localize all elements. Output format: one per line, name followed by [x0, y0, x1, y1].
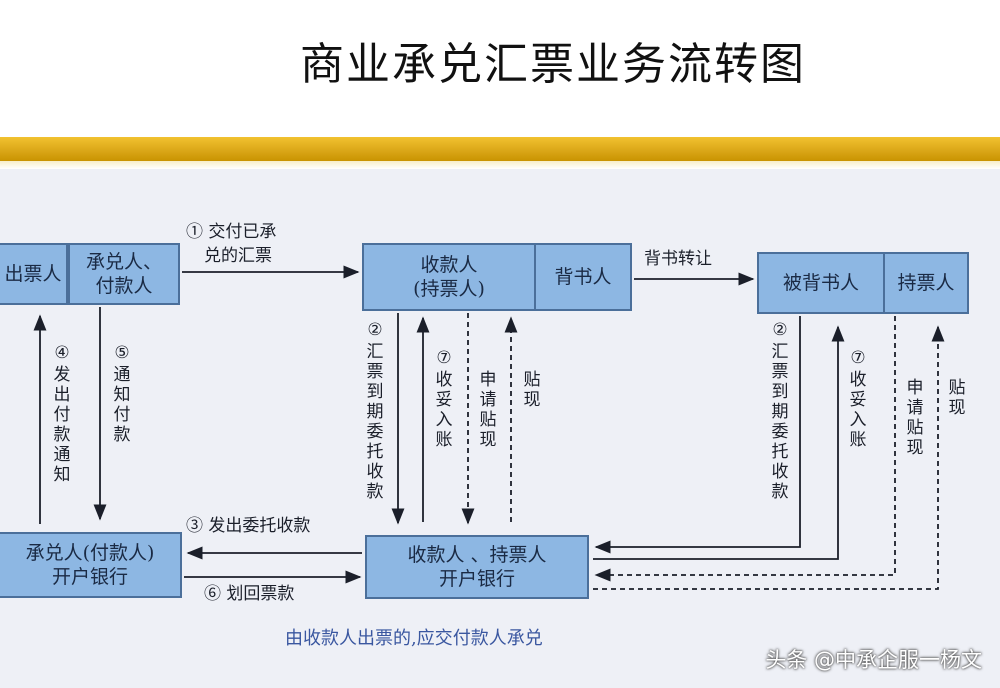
arrow-discount-right: [593, 325, 945, 590]
step4-number: ④: [54, 343, 70, 363]
step1-label-line2: 兑的汇票: [204, 246, 272, 266]
payee-bank-line2: 开户银行: [438, 568, 515, 590]
step5-label: 通知付款: [113, 365, 131, 445]
payee-bank-box: 收款人 、持票人 开户银行: [365, 535, 589, 599]
arrow-step7-right: [593, 325, 845, 560]
arrow-step2-right: [594, 316, 801, 554]
payee-holder-box: 收款人 (持票人): [362, 243, 536, 311]
acceptor-line2: 付款人: [95, 275, 153, 297]
endorsee-box: 被背书人: [757, 252, 885, 314]
step7-right-label: 收妥入账: [849, 370, 867, 450]
divider-shadow: [0, 161, 1000, 169]
acceptor-payer-box: 承兑人、 付款人: [68, 243, 180, 305]
diagram-caption: 由收款人出票的,应交付款人承兑: [285, 628, 543, 649]
step2-left-number: ②: [367, 320, 383, 340]
discount-left-label: 贴现: [523, 370, 541, 410]
payee-line2: (持票人): [413, 278, 485, 300]
watermark: 头条 @中承企服一杨文: [765, 648, 982, 672]
acceptor-bank-line1: 承兑人(付款人): [25, 542, 155, 564]
title-divider-bar: [0, 137, 1000, 161]
step2-right-number: ②: [772, 320, 788, 340]
step7-right-number: ⑦: [850, 348, 866, 368]
apply-discount-left-label: 申请贴现: [479, 370, 497, 450]
acceptor-bank-line2: 开户银行: [51, 566, 128, 588]
step6-label: ⑥ 划回票款: [204, 584, 295, 604]
acceptor-line1: 承兑人、: [85, 251, 162, 273]
drawer-label: 出票人: [4, 263, 62, 285]
drawer-box: 出票人: [0, 243, 68, 305]
apply-discount-right-label: 申请贴现: [906, 378, 924, 458]
payee-line1: 收款人: [420, 254, 478, 276]
step3-label: ③ 发出委托收款: [186, 516, 311, 536]
endorser-box: 背书人: [534, 243, 632, 311]
endorsee-holder-box: 持票人: [883, 252, 969, 314]
step1-label-line1: ① 交付已承: [186, 222, 277, 242]
endorser-label: 背书人: [554, 266, 612, 288]
step7-left-label: 收妥入账: [435, 370, 453, 450]
step7-left-number: ⑦: [436, 348, 452, 368]
discount-right-label: 贴现: [948, 378, 966, 418]
endorsee-label: 被背书人: [782, 272, 859, 294]
step5-number: ⑤: [114, 343, 130, 363]
payee-bank-line1: 收款人 、持票人: [407, 544, 547, 566]
acceptor-bank-box: 承兑人(付款人) 开户银行: [0, 532, 182, 598]
step2-left-label: 汇票到期委托收款: [366, 342, 384, 502]
endorse-transfer-label: 背书转让: [644, 249, 712, 269]
page-title: 商业承兑汇票业务流转图: [300, 39, 806, 90]
step2-right-label: 汇票到期委托收款: [771, 342, 789, 502]
step4-label: 发出付款通知: [53, 365, 71, 485]
endorsee-holder-label: 持票人: [897, 272, 955, 294]
